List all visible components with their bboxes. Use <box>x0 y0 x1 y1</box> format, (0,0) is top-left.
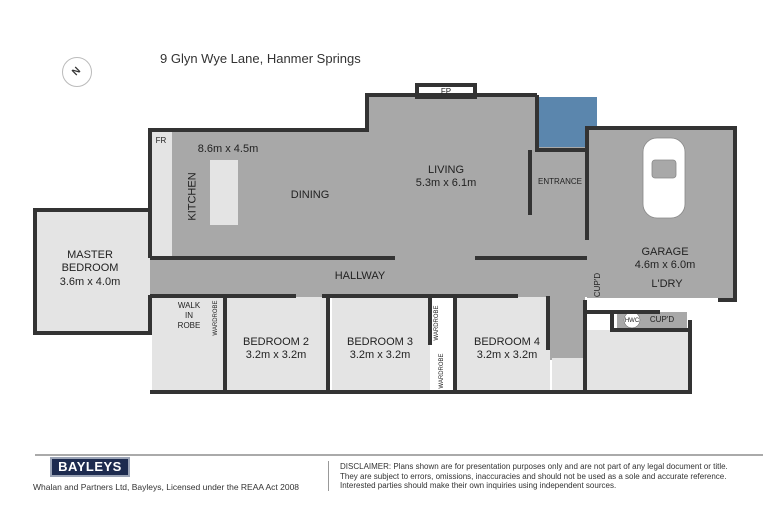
walk-in-robe-label-3: ROBE <box>177 321 201 330</box>
footer-divider <box>35 454 763 456</box>
living-size: 5.3m x 6.1m <box>415 177 477 189</box>
bedroom-4-size: 3.2m x 3.2m <box>476 349 538 361</box>
bathroom-floor <box>587 330 689 392</box>
bedroom-3-label: BEDROOM 3 <box>346 336 414 348</box>
bayleys-logo: BAYLEYS <box>50 457 130 477</box>
living-label: LIVING <box>427 164 465 176</box>
bedroom-3-size: 3.2m x 3.2m <box>349 349 411 361</box>
toilet-floor <box>552 358 585 392</box>
entrance-floor <box>537 147 587 260</box>
master-floor <box>37 210 150 332</box>
hwc-label: HWC <box>624 318 640 324</box>
entrance-label: ENTRANCE <box>537 177 583 186</box>
kitchen-dining-size: 8.6m x 4.5m <box>197 143 259 155</box>
bed4-floor <box>455 297 550 392</box>
bed3-floor <box>332 297 430 392</box>
wardrobe-label: WARDROBE <box>434 305 440 341</box>
kitchen-bench <box>152 132 172 258</box>
master-size: 3.6m x 4.0m <box>59 276 121 288</box>
agency-credit: Whalan and Partners Ltd, Bayleys, Licens… <box>33 482 300 492</box>
disclaimer-line: Interested parties should make their own… <box>340 481 617 490</box>
car-icon <box>642 137 686 219</box>
fireplace-label: FP <box>440 87 452 96</box>
footer-vertical-divider <box>328 461 329 491</box>
disclaimer: DISCLAIMER: Plans shown are for presenta… <box>340 462 728 491</box>
disclaimer-line: DISCLAIMER: Plans shown are for presenta… <box>340 462 728 471</box>
hallway-label: HALLWAY <box>334 270 386 282</box>
page-title: 9 Glyn Wye Lane, Hanmer Springs <box>160 51 361 66</box>
laundry-label: L'DRY <box>651 278 683 290</box>
garage-size: 4.6m x 6.0m <box>634 259 696 271</box>
cupboard-label: CUP'D <box>593 272 602 298</box>
dining-label: DINING <box>290 189 330 201</box>
walls <box>33 83 737 394</box>
floors <box>37 86 733 392</box>
walk-in-robe-label-1: WALK <box>177 301 201 310</box>
cupboard-label-2: CUP'D <box>649 315 675 324</box>
master-label: MASTER <box>67 249 113 261</box>
master-label-2: BEDROOM <box>61 262 119 274</box>
bedroom-2-size: 3.2m x 3.2m <box>245 349 307 361</box>
bed2-floor <box>227 297 328 392</box>
kitchen-island <box>210 160 238 225</box>
wardrobe-label: WARDROBE <box>213 300 219 336</box>
garage-label: GARAGE <box>641 246 689 258</box>
disclaimer-line: They are subject to errors, omissions, i… <box>340 471 727 481</box>
kitchen-dining-floor <box>152 132 367 260</box>
bedroom-2-label: BEDROOM 2 <box>242 336 310 348</box>
bedroom-4-label: BEDROOM 4 <box>473 336 541 348</box>
kitchen-label: KITCHEN <box>186 172 199 221</box>
ensuite-floor <box>152 297 225 392</box>
fridge-label: FR <box>155 136 167 145</box>
hall-extension <box>550 295 585 360</box>
wardrobe-label: WARDROBE <box>439 353 445 389</box>
hallway-floor <box>150 260 587 297</box>
walk-in-robe-label-2: IN <box>185 311 193 320</box>
